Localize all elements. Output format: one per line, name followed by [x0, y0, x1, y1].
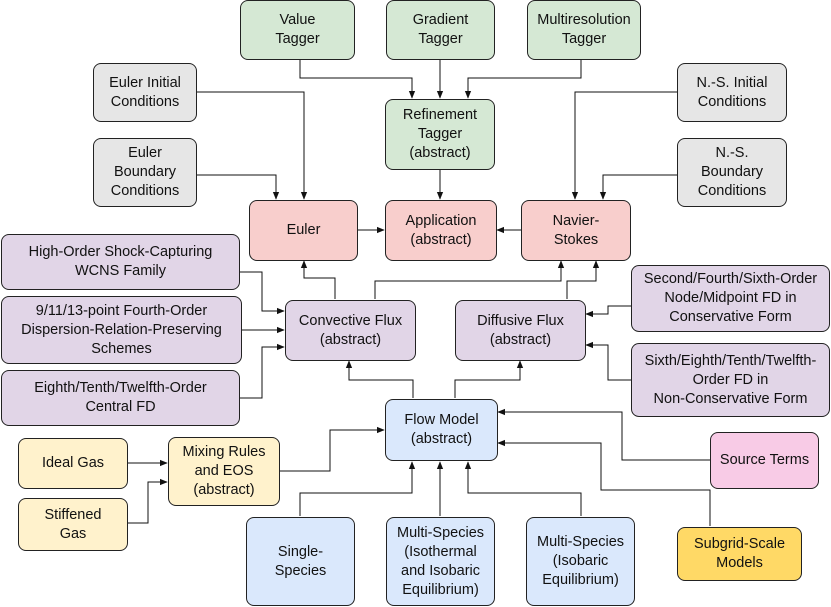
edge-convective-to-euler: [300, 260, 336, 299]
edge-multires-to-refinement: [464, 60, 582, 99]
edge-consfd-to-diffusive: [585, 305, 631, 318]
multi-species-isobaric-box: Multi-Species (Isobaric Equilibrium): [526, 517, 635, 606]
edge-subgrid-to-flowmodel: [497, 439, 711, 526]
ns-initial-conditions-box: N.-S. Initial Conditions: [677, 63, 787, 122]
subgrid-scale-models-box: Subgrid-Scale Models: [677, 527, 802, 581]
euler-box: Euler: [249, 200, 358, 261]
edge-nonconsfd-to-diffusive: [585, 341, 631, 381]
edge-ns-ic-to-ns: [571, 91, 677, 200]
stiffened-gas-box: Stiffened Gas: [18, 498, 128, 551]
non-conservative-fd-box: Sixth/Eighth/Tenth/Twelfth- Order FD in …: [631, 343, 830, 417]
edge-euler-ic-to-euler: [197, 91, 308, 200]
edge-wcns-to-convective: [240, 271, 285, 315]
gradient-tagger-box: Gradient Tagger: [386, 0, 495, 60]
mixing-rules-box: Mixing Rules and EOS (abstract): [168, 437, 280, 506]
source-terms-box: Source Terms: [710, 432, 819, 489]
edge-convective-to-ns: [374, 260, 565, 299]
convective-flux-box: Convective Flux (abstract): [285, 300, 416, 361]
edge-ns-bc-to-ns: [599, 174, 677, 200]
edge-multiisobaric-to-flowmodel: [464, 461, 582, 516]
edge-flowmodel-to-diffusive: [454, 360, 524, 398]
diffusive-flux-box: Diffusive Flux (abstract): [455, 300, 586, 361]
ns-boundary-conditions-box: N.-S. Boundary Conditions: [677, 138, 787, 207]
edge-centralfd-to-convective: [240, 343, 285, 399]
edge-diffusive-to-ns: [566, 260, 600, 299]
edge-single-to-flowmodel: [299, 461, 416, 516]
flow-model-box: Flow Model (abstract): [385, 399, 498, 461]
value-tagger-box: Value Tagger: [240, 0, 355, 60]
application-box: Application (abstract): [385, 200, 497, 261]
edge-stiffenedgas-to-mixing: [128, 478, 168, 524]
edge-flowmodel-to-convective: [345, 360, 414, 398]
navier-stokes-box: Navier- Stokes: [521, 200, 631, 261]
edge-sourceterms-to-flowmodel: [497, 408, 710, 461]
wcns-family-box: High-Order Shock-Capturing WCNS Family: [1, 234, 240, 290]
edge-mixing-to-flowmodel: [280, 426, 385, 472]
ideal-gas-box: Ideal Gas: [18, 438, 128, 489]
euler-boundary-conditions-box: Euler Boundary Conditions: [93, 138, 197, 207]
drp-schemes-box: 9/11/13-point Fourth-Order Dispersion-Re…: [1, 296, 242, 364]
multi-species-isothermal-box: Multi-Species (Isothermal and Isobaric E…: [386, 517, 495, 606]
edge-value-to-refinement: [299, 60, 416, 99]
multiresolution-tagger-box: Multiresolution Tagger: [527, 0, 641, 60]
refinement-tagger-box: Refinement Tagger (abstract): [385, 99, 495, 170]
euler-initial-conditions-box: Euler Initial Conditions: [93, 63, 197, 122]
conservative-fd-box: Second/Fourth/Sixth-Order Node/Midpoint …: [631, 265, 830, 332]
central-fd-box: Eighth/Tenth/Twelfth-Order Central FD: [1, 370, 240, 426]
edge-euler-bc-to-euler: [197, 174, 280, 200]
single-species-box: Single- Species: [246, 517, 355, 606]
